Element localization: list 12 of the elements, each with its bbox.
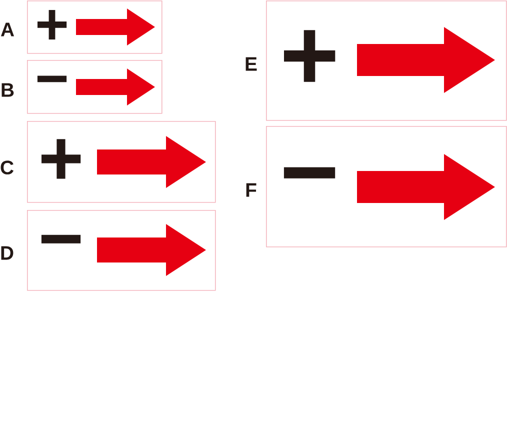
panel-letter: B — [2, 83, 14, 97]
panel-letter: A — [0, 22, 14, 36]
panel-letter: D — [1, 246, 14, 260]
sign-box: − — [266, 126, 507, 248]
sign-box: + — [27, 0, 162, 54]
sign-box: − — [27, 210, 216, 291]
panel-letter: C — [0, 160, 14, 174]
sign-box: − — [27, 60, 162, 114]
sign-box: + — [27, 121, 216, 203]
sign-box: + — [266, 0, 507, 121]
panel-letter: F — [246, 183, 256, 197]
panel-letter: E — [246, 57, 257, 71]
